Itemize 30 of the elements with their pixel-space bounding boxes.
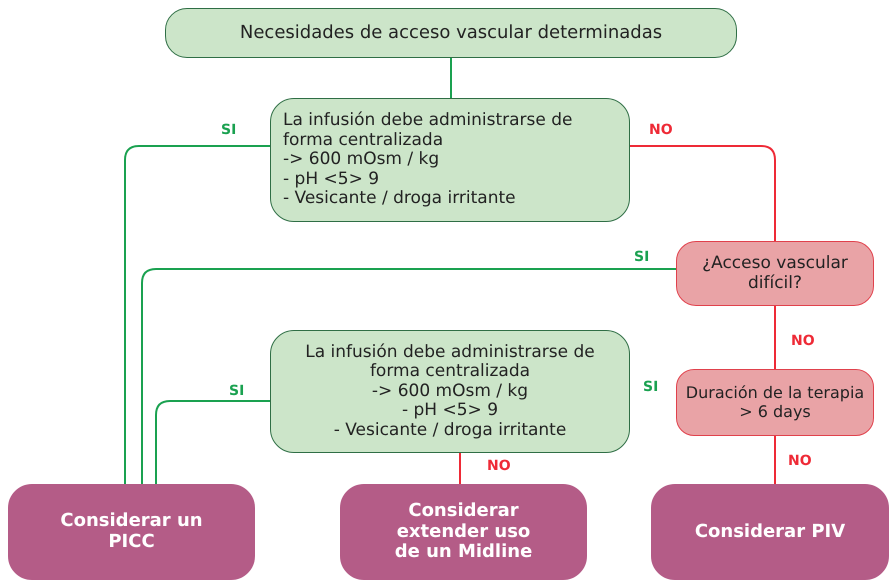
node-text: La infusión debe administrarse de forma centralizada [283,111,574,150]
node-text: Considerar extender uso de un Midline [394,500,534,564]
connector-line [774,436,776,484]
connector-line [630,145,776,241]
outcome-box [8,484,255,580]
decision-box [165,8,737,58]
connector-line [774,306,776,369]
connector-line [450,58,452,98]
node-text: - Vesicante / droga irritante [283,189,516,209]
node-text: -> 600 mOsm / kg [372,382,528,402]
node-text: - pH <5> 9 [402,401,498,421]
decision-box [270,330,630,453]
connector-line [459,453,461,484]
decision-box [676,369,874,436]
outcome-box [651,484,889,580]
node-text: - Vesicante / droga irritante [334,420,566,440]
node-text: Duración de la terapia > 6 days [685,384,865,421]
node-text: -> 600 mOsm / kg [283,150,440,170]
node-text: ¿Acceso vascular difícil? [701,254,849,294]
connector-line [155,400,270,484]
node-text: Considerar PIV [694,522,846,542]
outcome-box [340,484,587,580]
decision-box [270,98,630,222]
decision-box [676,241,874,306]
connector-line [124,145,270,484]
node-text: La infusión debe administrarse de forma centralizada [304,342,596,382]
node-text: - pH <5> 9 [283,170,380,190]
node-text: Necesidades de acceso vascular determinadas [240,22,662,44]
node-text: Considerar un PICC [59,511,204,553]
connector-line [141,268,676,484]
